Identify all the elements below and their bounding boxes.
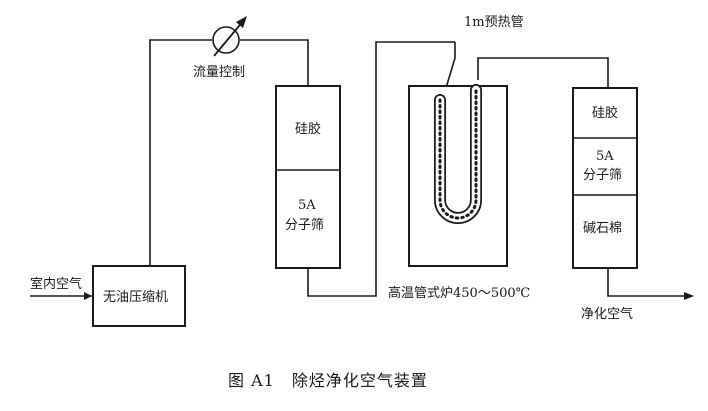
pipe-preheat-outlet xyxy=(477,57,609,88)
pipe-column1-to-furnace xyxy=(307,41,455,297)
tube-furnace xyxy=(408,85,508,267)
furnace-label: 高温管式炉450～500℃ xyxy=(388,285,530,301)
outlet-pipe xyxy=(607,268,684,297)
column1-5a: 5A xyxy=(298,198,316,213)
preheat-u-tube xyxy=(434,84,482,224)
flow-control-valve xyxy=(212,16,247,57)
purification-column-2 xyxy=(572,87,638,269)
oil-free-compressor xyxy=(92,265,186,327)
column1-silica-gel: 硅胶 xyxy=(295,121,321,137)
figure-caption: 图 A1 除烃净化空气装置 xyxy=(228,371,428,390)
piping xyxy=(30,39,694,300)
pipe-into-preheat xyxy=(442,42,456,99)
pipe-compressor-to-column1 xyxy=(149,39,309,266)
purification-column-1 xyxy=(275,85,341,269)
indoor-air-label: 室内空气 xyxy=(30,276,82,292)
column2-soda-asbestos: 碱石棉 xyxy=(583,221,622,236)
preheat-tube-label: 1m预热管 xyxy=(464,15,524,30)
flow-control-label: 流量控制 xyxy=(193,65,245,80)
column2-5a: 5A xyxy=(596,149,614,164)
column1-molecular-sieve: 分子筛 xyxy=(285,218,324,233)
column2-molecular-sieve: 分子筛 xyxy=(583,168,622,183)
outlet-arrow xyxy=(684,292,694,300)
inlet-arrow xyxy=(84,292,92,300)
compressor-label: 无油压缩机 xyxy=(103,289,168,305)
column2-silica-gel: 硅胶 xyxy=(592,105,618,121)
purified-air-label: 净化空气 xyxy=(581,306,633,322)
